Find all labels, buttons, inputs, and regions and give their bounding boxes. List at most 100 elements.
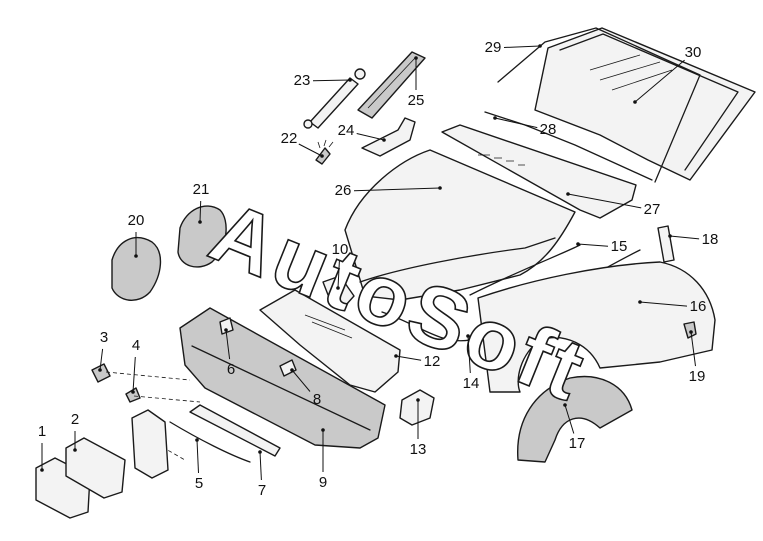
part-seal-21 [177,205,227,268]
callout-14: 14 [463,375,480,392]
callout-27: 27 [644,201,661,218]
leader-4 [132,356,136,393]
leader-lines [40,44,700,481]
leader-dot-22 [320,154,324,158]
leader-dot-3 [98,368,102,372]
leader-30 [634,59,685,103]
leader-12 [395,355,422,361]
leader-dot-7 [258,450,262,454]
callout-23: 23 [294,72,311,89]
leader-27 [567,193,642,209]
leader-dot-24 [382,138,386,142]
leader-dot-1 [40,468,44,472]
callout-15: 15 [611,238,628,255]
part-lower-molding [484,111,653,181]
leader-dot-8 [290,368,294,372]
leader-dot-14 [466,334,470,338]
leader-19 [690,331,696,367]
leader-dot-12 [394,354,398,358]
part-pad-6 [219,317,234,335]
leader-5 [196,439,199,474]
callout-4: 4 [132,337,140,354]
part-seal-20 [111,237,162,301]
callout-13: 13 [410,441,427,458]
part-bracket-13 [399,389,435,426]
callout-24: 24 [338,122,355,139]
leader-dot-20 [134,254,138,258]
callout-21: 21 [193,181,210,198]
part-wheel-liner [517,375,633,463]
part-plate-bracket [131,409,169,479]
leader-22 [298,143,323,157]
callout-8: 8 [313,391,321,408]
leader-dot-4 [131,390,135,394]
part-fender-clip [657,225,675,263]
part-pad-8 [279,359,297,377]
leader-dot-13 [416,398,420,402]
callout-18: 18 [702,231,719,248]
callout-10: 10 [332,241,349,258]
part-lower-grille [189,404,281,457]
leader-21 [199,200,202,223]
leader-7 [259,451,262,481]
part-gas-strut [303,68,366,129]
callout-26: 26 [335,182,352,199]
leader-dot-25 [414,56,418,60]
leader-dot-5 [195,438,199,442]
leader-8 [291,369,311,392]
callout-5: 5 [195,475,203,492]
leader-15 [577,243,609,247]
callout-17: 17 [569,435,586,452]
leader-dot-29 [538,44,542,48]
leader-26 [353,187,441,192]
callout-25: 25 [408,92,425,109]
part-screw [683,321,697,339]
leader-29 [503,45,541,48]
leader-dot-19 [689,330,693,334]
leader-17 [564,404,575,434]
leader-28 [494,117,538,129]
part-cable-15 [469,244,581,296]
leader-6 [225,329,231,360]
leader-dot-28 [493,116,497,120]
part-windshield-molding [497,27,701,183]
part-grille-panel [259,289,401,393]
leader-dot-2 [73,448,77,452]
part-hinge [361,117,416,157]
part-cowl-panel [441,124,637,219]
leader-dot-18 [668,234,672,238]
leader-10 [337,260,340,289]
part-trim-strip [169,421,251,463]
callout-30: 30 [685,44,702,61]
callout-29: 29 [485,39,502,56]
callout-2: 2 [71,411,79,428]
callout-28: 28 [540,121,557,138]
leader-3 [99,348,104,371]
leader-dot-27 [566,192,570,196]
callout-22: 22 [281,130,298,147]
leader-24 [356,133,385,141]
part-plate-holder [65,437,126,499]
callout-7: 7 [258,482,266,499]
part-hinge-bracket [357,51,426,119]
callout-1: 1 [38,423,46,440]
leader-dot-6 [224,328,228,332]
callout-12: 12 [424,353,441,370]
part-hood-latch [322,275,355,307]
part-front-bumper [179,307,386,449]
leader-dot-26 [438,186,442,190]
leader-14 [467,335,471,374]
part-front-fender [477,261,716,393]
callout-19: 19 [689,368,706,385]
leader-16 [639,301,688,307]
callout-20: 20 [128,212,145,229]
leader-dot-30 [633,100,637,104]
leader-dot-9 [321,428,325,432]
leader-23 [312,79,351,82]
part-windshield [534,27,756,181]
callout-6: 6 [227,361,235,378]
leader-dot-15 [576,242,580,246]
